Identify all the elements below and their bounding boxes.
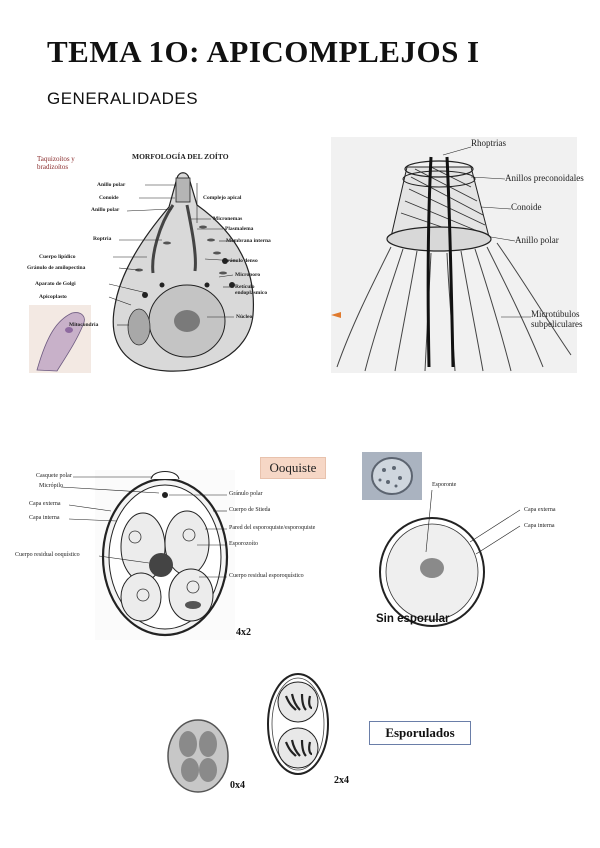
inset-label: Taquizoítos y bradizoítos — [37, 155, 75, 171]
label-granulo-polar: Gránulo polar — [229, 491, 263, 497]
label-plasmalema: Plasmalema — [225, 226, 254, 232]
label-apicoplasto: Apicoplasto — [39, 294, 67, 300]
label-cuerpo-residual-ooquistico: Cuerpo residual ooquístico — [15, 552, 80, 558]
label-anillo-polar: Anillo polar — [515, 235, 559, 245]
label-cuerpo-residual-esporoquistico: Cuerpo residual esporoquístico — [229, 573, 304, 579]
label-anillo-polar: Anillo polar — [97, 182, 126, 188]
label-micronemas: Micronemas — [213, 216, 243, 222]
label-nucleo: Núcleo — [236, 314, 253, 320]
section-heading: GENERALIDADES — [47, 89, 199, 108]
oocyst-figure: Ooquiste Casquete polar Micrópilo Capa e… — [13, 455, 340, 645]
oocyst-title: Ooquiste — [260, 457, 326, 479]
label-membrana-interna: Membrana interna — [226, 238, 271, 244]
label-aparato-golgi: Aparato de Golgi — [35, 281, 76, 287]
unsporulated-diagram — [362, 452, 584, 627]
figure-heading: MORFOLOGÍA DEL ZOÍTO — [132, 152, 229, 161]
label-reticulo-endoplasmico: Retículo endoplasmico — [235, 284, 268, 296]
label-granulo-denso: Gránulo denso — [223, 258, 258, 264]
label-capa-interna: Capa interna — [29, 515, 60, 521]
magnification-label: 4x2 — [236, 627, 251, 638]
label-conoide: Conoide — [99, 195, 119, 201]
page-title: TEMA 1O: APICOMPLEJOS I — [47, 34, 480, 69]
label-2x4: 2x4 — [334, 775, 349, 786]
label-mitocondria: Mitocondria — [69, 322, 99, 328]
label-cuerpo-lipidico: Cuerpo lipídico — [39, 254, 76, 260]
label-complejo-apical: Complejo apical — [203, 195, 242, 201]
label-microtubulos: Microtúbulos subpeliculares — [531, 309, 583, 329]
label-esporonte: Esporonte — [432, 482, 457, 488]
label-micropilo: Micrópilo — [39, 483, 63, 489]
label-cuerpo-stieda: Cuerpo de Stieda — [229, 507, 271, 513]
label-0x4: 0x4 — [230, 780, 245, 791]
label-capa-externa: Capa externa — [524, 507, 556, 513]
label-anillo-polar-2: Anillo polar — [91, 207, 120, 213]
label-rhoptrias: Rhoptrias — [471, 138, 506, 148]
apical-complex-figure: Rhoptrias Anillos preconoidales Conoide … — [331, 137, 584, 373]
oocyst-diagram — [60, 470, 235, 640]
label-anillos-preconoidales: Anillos preconoidales — [505, 173, 584, 183]
label-granulo-amilopectina: Gránulo de amilopectina — [27, 265, 86, 271]
caption-sin-esporular: Sin esporular — [376, 613, 450, 625]
label-conoide: Conoide — [511, 202, 542, 212]
sporulated-diagram — [167, 673, 329, 793]
label-roptria: Roptria — [93, 236, 112, 242]
label-casquete-polar: Casquete polar — [36, 473, 72, 479]
label-esporozoito: Esporozoíto — [229, 541, 258, 547]
sporulated-figure: 0x4 2x4 Esporulados — [150, 672, 490, 802]
label-pared-esporoquiste: Pared del esporoquiste/esporoquiste — [229, 525, 316, 531]
caption-esporulados: Esporulados — [369, 721, 471, 745]
unsporulated-figure: Esporonte Capa externa Capa interna Sin … — [360, 450, 590, 630]
zoite-morphology-figure: Taquizoítos y bradizoítos MORFOLOGÍA DEL… — [27, 145, 289, 377]
label-microporo: Microporo — [235, 272, 261, 278]
zoite-diagram — [29, 172, 255, 373]
label-capa-externa: Capa externa — [29, 501, 61, 507]
label-capa-interna: Capa interna — [524, 523, 555, 529]
apical-complex-diagram — [331, 146, 572, 372]
